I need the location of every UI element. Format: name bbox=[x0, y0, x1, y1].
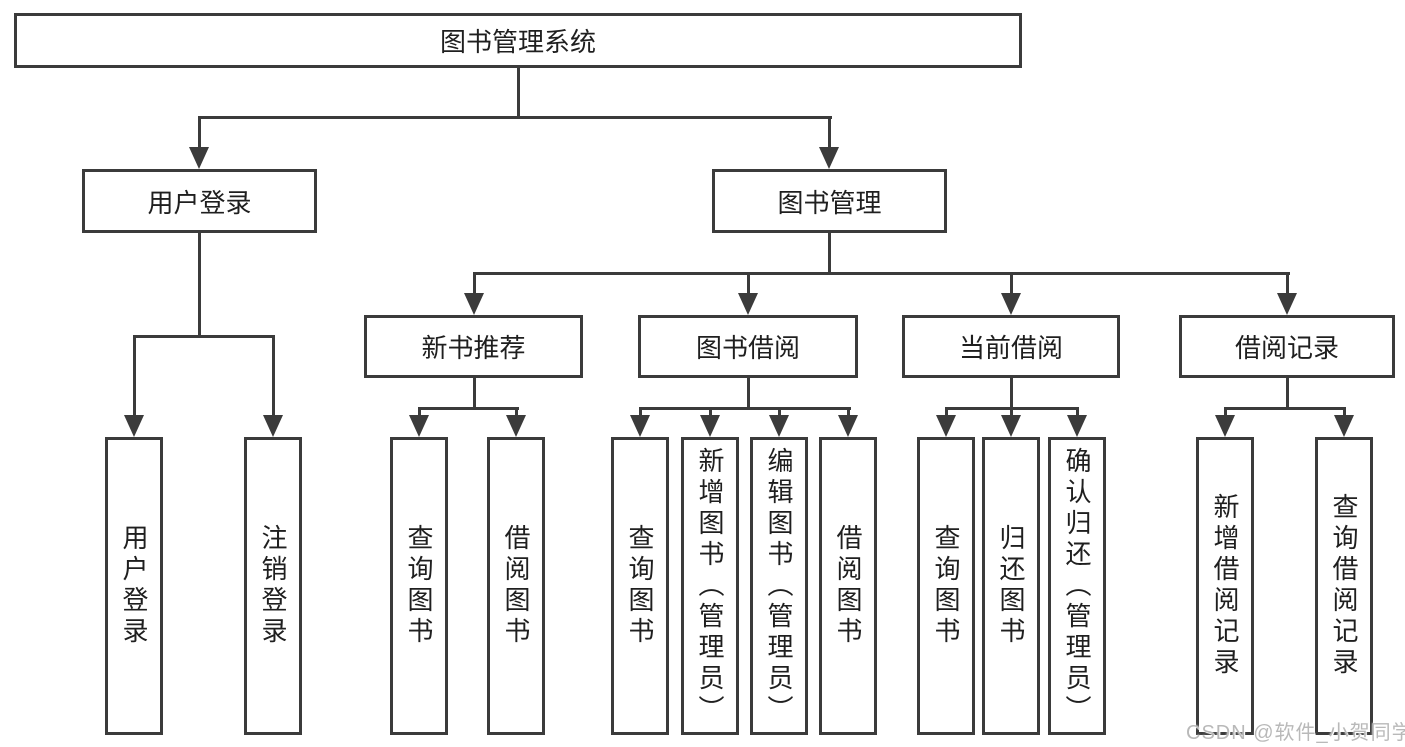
connector-line bbox=[1010, 378, 1013, 410]
arrow-down-icon bbox=[819, 147, 839, 169]
arrow-down-icon bbox=[700, 415, 720, 437]
connector-line bbox=[418, 407, 519, 410]
connector-line bbox=[1010, 407, 1013, 419]
connector-line bbox=[1224, 407, 1227, 419]
connector-line bbox=[133, 335, 275, 338]
leaf-label: 查询图书 bbox=[931, 524, 961, 648]
arrow-down-icon bbox=[464, 293, 484, 315]
arrow-down-icon bbox=[838, 415, 858, 437]
connector-line bbox=[1224, 407, 1346, 410]
arrow-down-icon bbox=[506, 415, 526, 437]
node-book-borrowing: 图书借阅 bbox=[638, 315, 858, 378]
connector-line bbox=[747, 378, 750, 410]
node-label: 图书借阅 bbox=[695, 333, 800, 363]
leaf-label: 借阅图书 bbox=[833, 524, 863, 648]
leaf-edit-book-admin: 编辑图书（管理员） bbox=[750, 437, 808, 735]
leaf-label: 确认归还（管理员） bbox=[1062, 446, 1092, 726]
connector-line bbox=[709, 407, 712, 419]
node-label: 用户登录 bbox=[147, 187, 252, 218]
leaf-borrow-query-book: 查询图书 bbox=[611, 437, 669, 735]
watermark: CSDN @软件_小贺同学 bbox=[1186, 722, 1405, 744]
connector-line bbox=[847, 407, 850, 419]
leaf-confirm-return-admin: 确认归还（管理员） bbox=[1048, 437, 1106, 735]
connector-line bbox=[1286, 272, 1289, 296]
leaf-label: 新增图书（管理员） bbox=[695, 446, 725, 726]
node-library-system: 图书管理系统 bbox=[14, 13, 1022, 68]
node-current-borrowing: 当前借阅 bbox=[902, 315, 1120, 378]
connector-line bbox=[778, 407, 781, 419]
leaf-user-login: 用户登录 bbox=[105, 437, 163, 735]
connector-line bbox=[473, 272, 1290, 275]
connector-line bbox=[473, 378, 476, 410]
connector-line bbox=[828, 233, 831, 275]
arrow-down-icon bbox=[189, 147, 209, 169]
leaf-label: 查询图书 bbox=[625, 524, 655, 648]
arrow-down-icon bbox=[1001, 293, 1021, 315]
arrow-down-icon bbox=[1277, 293, 1297, 315]
arrow-down-icon bbox=[1067, 415, 1087, 437]
connector-line bbox=[133, 335, 136, 419]
arrow-down-icon bbox=[1001, 415, 1021, 437]
leaf-label: 借阅图书 bbox=[501, 524, 531, 648]
connector-line bbox=[473, 272, 476, 296]
node-label: 当前借阅 bbox=[958, 333, 1063, 363]
node-label: 图书管理 bbox=[777, 187, 882, 218]
leaf-logout: 注销登录 bbox=[244, 437, 302, 735]
leaf-current-query-book: 查询图书 bbox=[917, 437, 975, 735]
connector-line bbox=[418, 407, 421, 419]
arrow-down-icon bbox=[630, 415, 650, 437]
leaf-return-book: 归还图书 bbox=[982, 437, 1040, 735]
node-label: 图书管理系统 bbox=[439, 27, 596, 57]
connector-line bbox=[945, 407, 948, 419]
arrow-down-icon bbox=[124, 415, 144, 437]
arrow-down-icon bbox=[263, 415, 283, 437]
leaf-label: 查询图书 bbox=[404, 524, 434, 648]
connector-line bbox=[1010, 272, 1013, 296]
connector-line bbox=[198, 233, 201, 337]
node-borrowing-records: 借阅记录 bbox=[1179, 315, 1395, 378]
node-user-login: 用户登录 bbox=[82, 169, 317, 233]
leaf-query-borrow-record: 查询借阅记录 bbox=[1315, 437, 1373, 735]
leaf-add-book-admin: 新增图书（管理员） bbox=[681, 437, 739, 735]
leaf-add-borrow-record: 新增借阅记录 bbox=[1196, 437, 1254, 735]
connector-line bbox=[828, 116, 831, 151]
arrow-down-icon bbox=[1215, 415, 1235, 437]
leaf-label: 查询借阅记录 bbox=[1329, 493, 1359, 679]
connector-line bbox=[515, 407, 518, 419]
connector-line bbox=[639, 407, 851, 410]
node-book-management: 图书管理 bbox=[712, 169, 947, 233]
connector-line bbox=[747, 272, 750, 296]
arrow-down-icon bbox=[409, 415, 429, 437]
arrow-down-icon bbox=[738, 293, 758, 315]
leaf-label: 归还图书 bbox=[996, 524, 1026, 648]
connector-line bbox=[1286, 378, 1289, 410]
leaf-recommend-borrow-book: 借阅图书 bbox=[487, 437, 545, 735]
leaf-recommend-query-book: 查询图书 bbox=[390, 437, 448, 735]
leaf-label: 用户登录 bbox=[119, 524, 149, 648]
node-label: 新书推荐 bbox=[421, 333, 526, 363]
connector-line bbox=[198, 116, 201, 151]
node-label: 借阅记录 bbox=[1234, 333, 1339, 363]
arrow-down-icon bbox=[936, 415, 956, 437]
connector-line bbox=[1076, 407, 1079, 419]
leaf-label: 新增借阅记录 bbox=[1210, 493, 1240, 679]
connector-line bbox=[1343, 407, 1346, 419]
leaf-label: 编辑图书（管理员） bbox=[764, 446, 794, 726]
connector-line bbox=[198, 116, 832, 119]
connector-line bbox=[272, 335, 275, 419]
leaf-borrow-book: 借阅图书 bbox=[819, 437, 877, 735]
node-new-book-recommendation: 新书推荐 bbox=[364, 315, 583, 378]
connector-line bbox=[517, 68, 520, 118]
arrow-down-icon bbox=[769, 415, 789, 437]
leaf-label: 注销登录 bbox=[258, 524, 288, 648]
arrow-down-icon bbox=[1334, 415, 1354, 437]
connector-line bbox=[639, 407, 642, 419]
